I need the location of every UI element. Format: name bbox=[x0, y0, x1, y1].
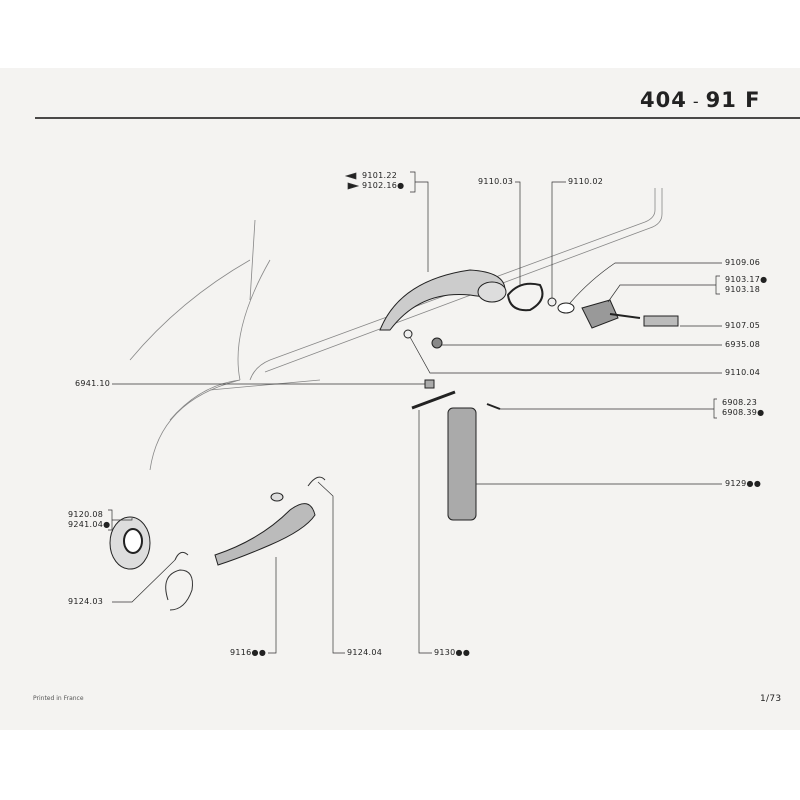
pull-strap-9129 bbox=[447, 407, 477, 521]
part-label-9110-04: 9110.04 bbox=[725, 368, 761, 377]
model-number: 404 bbox=[640, 88, 687, 112]
title-separator: - bbox=[692, 92, 700, 111]
leader-lines bbox=[108, 171, 722, 654]
part-label-9109-06: 9109.06 bbox=[725, 258, 761, 267]
bracket-9103 bbox=[581, 299, 619, 329]
section-number: 91 F bbox=[705, 88, 761, 112]
part-label-6941-10: 6941.10 bbox=[75, 379, 111, 388]
clip-6941-10 bbox=[424, 379, 435, 389]
part-label-9110-03: 9110.03 bbox=[478, 177, 514, 186]
page-number: 1/73 bbox=[760, 694, 782, 704]
part-label-9101-22: 9101.22 bbox=[362, 171, 398, 180]
washer-9110-04 bbox=[403, 329, 413, 339]
part-label-9102-16: 9102.16● bbox=[362, 181, 405, 190]
part-label-6908-23: 6908.23 bbox=[722, 398, 758, 407]
part-label-9103-17: 9103.17● bbox=[725, 275, 768, 284]
nut-6935-08 bbox=[431, 337, 443, 349]
part-label-9107-05: 9107.05 bbox=[725, 321, 761, 330]
part-label-9116: 9116●● bbox=[230, 648, 267, 657]
part-label-9129: 9129●● bbox=[725, 479, 762, 488]
strap-bracket-9130 bbox=[411, 390, 456, 410]
window-winder-handle-9116 bbox=[214, 503, 316, 566]
part-label-9110-02: 9110.02 bbox=[568, 177, 604, 186]
part-label-9103-18: 9103.18 bbox=[725, 285, 761, 294]
printed-in-france: Printed in France bbox=[33, 695, 84, 702]
part-label-9120-08: 9120.08 bbox=[68, 510, 104, 519]
clip-9124-04 bbox=[307, 476, 326, 487]
screw-6908 bbox=[486, 403, 501, 410]
door-outline bbox=[129, 188, 663, 471]
interior-door-pull-handle bbox=[379, 269, 507, 331]
part-label-9124-04: 9124.04 bbox=[347, 648, 383, 657]
part-label-9130: 9130●● bbox=[434, 648, 471, 657]
spring-9107-05 bbox=[643, 315, 679, 327]
part-label-9241-04: 9241.04● bbox=[68, 520, 111, 529]
handle-gasket bbox=[506, 282, 544, 312]
plug-9109-06 bbox=[557, 302, 575, 314]
nut-9110-02 bbox=[547, 297, 557, 307]
spring-clip-9124-03 bbox=[165, 551, 193, 611]
escutcheon-9120-08 bbox=[109, 516, 151, 570]
page-title: 404-91 F bbox=[640, 88, 761, 112]
part-label-6908-39: 6908.39● bbox=[722, 408, 765, 417]
part-label-9124-03: 9124.03 bbox=[68, 597, 104, 606]
part-label-6935-08: 6935.08 bbox=[725, 340, 761, 349]
catalog-page bbox=[0, 68, 800, 730]
